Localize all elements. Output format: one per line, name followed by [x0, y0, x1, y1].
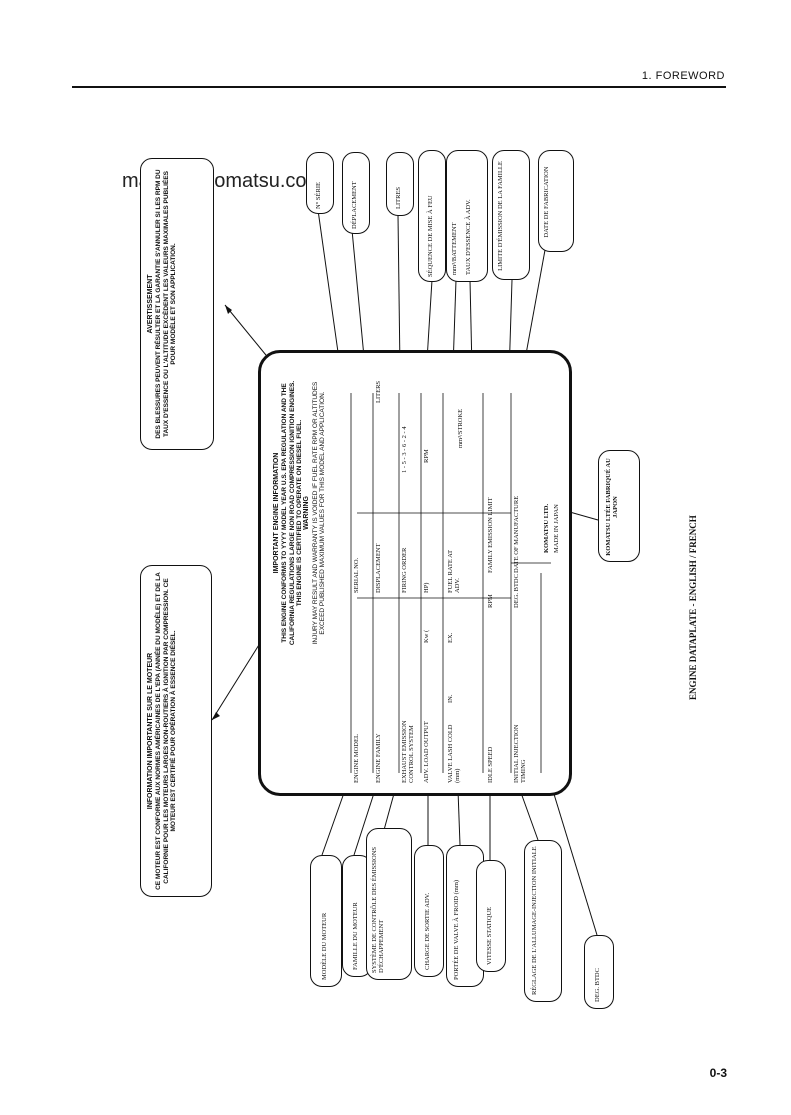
french-warning-title: AVERTISSEMENT [147, 274, 154, 334]
plate-initial-injection: INITIAL INJECTION TIMING [513, 724, 528, 783]
callout-vitesse: VITESSE STATIQUE [476, 860, 506, 972]
callout-sequence: SÉQUENCE DE MISE À FEU [418, 150, 446, 282]
plate-kw: Kw ( [423, 629, 430, 643]
plate-grid [350, 393, 551, 773]
french-warning-box: AVERTISSEMENT DES BLESSURES PEUVENT RÉSU… [140, 158, 214, 450]
callout-serie: N° SÉRIE [306, 152, 334, 214]
callout-limite: LIMITE D'ÉMISSION DE LA FAMILLE [492, 150, 530, 280]
plate-title: IMPORTANT ENGINE INFORMATION [273, 452, 280, 574]
french-info-title: INFORMATION IMPORTANTE SUR LE MOTEUR [147, 652, 154, 810]
plate-exhaust: EXHAUST EMISSION CONTROL SYSTEM [401, 720, 416, 783]
callout-litres: LITRES [386, 152, 414, 216]
plate-rpm2: RPM [487, 594, 494, 608]
callout-systeme: SYSTÈME DE CONTRÔLE DES ÉMISSIONS D'ÉCHA… [366, 828, 412, 980]
plate-liters: LITERS [375, 380, 382, 403]
plate-mm3: mm³/STROKE [457, 408, 464, 448]
page-number: 0-3 [709, 1066, 727, 1080]
plate-in: IN. [447, 694, 454, 703]
french-info-body: CE MOTEUR EST CONFORME AUX NORMES AMÉRIC… [155, 572, 177, 890]
plate-fuel-rate: FUEL RATE AT ADV. [447, 550, 462, 593]
plate-idle-speed: IDLE SPEED [487, 746, 494, 783]
plate-serial-no: SERIAL NO. [353, 557, 360, 593]
callout-deg-btdc: DEG. BTDC [584, 935, 614, 1009]
header-rule [72, 86, 726, 88]
plate-hp: HP) [423, 582, 430, 593]
callout-modele: MODÈLE DU MOTEUR [310, 855, 342, 987]
callout-komatsu: KOMATSU LTÉE FABRIQUÉ AU JAPON [598, 450, 640, 562]
plate-firing-values: 1 - 5 - 3 - 6 - 2 - 4 [401, 426, 408, 473]
engine-dataplate: IMPORTANT ENGINE INFORMATION THIS ENGINE… [258, 350, 572, 796]
plate-deg-btdc: DEG. BTDC [513, 574, 520, 608]
section-header: 1. FOREWORD [641, 70, 725, 82]
callout-date: DATE DE FABRICATION [538, 150, 574, 252]
plate-displacement: DISPLACEMENT [375, 543, 382, 593]
plate-family-emission: FAMILY EMISSION LIMIT [487, 497, 494, 573]
plate-engine-model: ENGINE MODEL [353, 734, 360, 783]
plate-made-in: MADE IN JAPAN [553, 504, 560, 553]
plate-conform: THIS ENGINE CONFORMS TO YYYY MODEL YEAR … [281, 380, 303, 646]
plate-adv-load: ADV. LOAD OUTPUT [423, 721, 430, 783]
callout-taux: mm³/BATTEMENT TAUX D'ESSENCE À ADV. [446, 150, 488, 282]
french-info-box: INFORMATION IMPORTANTE SUR LE MOTEUR CE … [140, 565, 212, 897]
plate-maker: KOMATSU LTD. [543, 503, 550, 553]
plate-valve-lash: VALVE LASH COLD (mm) [447, 724, 462, 783]
plate-warning-title: WARNING [303, 496, 311, 530]
callout-deplacement: DÉPLACEMENT [342, 152, 370, 234]
french-warning-body: DES BLESSURES PEUVENT RÉSULTER ET LA GAR… [155, 169, 177, 439]
plate-ex: EX. [447, 632, 454, 643]
figure-title: ENGINE DATAPLATE - ENGLISH / FRENCH [688, 515, 698, 700]
plate-engine-family: ENGINE FAMILY [375, 733, 382, 783]
plate-rpm: RPM [423, 449, 430, 463]
plate-date-manufacture: DATE OF MANUFACTURE [513, 495, 520, 573]
plate-warning-body: INJURY MAY RESULT AND WARRANTY IS VOIDED… [311, 381, 326, 645]
plate-firing-order: FIRING ORDER [401, 547, 408, 593]
callout-charge: CHARGE DE SORTIE ADV. [414, 845, 444, 977]
callout-reglage: RÉGLAGE DE L'ALLUMAGE-INJECTION INITIALE [524, 840, 562, 1002]
